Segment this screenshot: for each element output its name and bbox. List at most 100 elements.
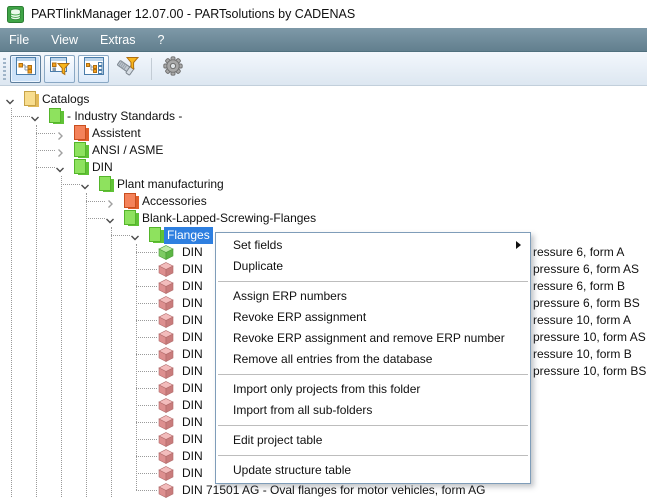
- tree-label[interactable]: DIN: [182, 466, 203, 480]
- context-menu-item-duplicate[interactable]: Duplicate: [233, 259, 284, 273]
- tree-item-din-ressure-10-form-a[interactable]: DIN ressure 10, form A: [0, 312, 647, 329]
- tree-item-flanges[interactable]: Flanges: [0, 227, 647, 244]
- tree-label[interactable]: DIN: [182, 432, 203, 446]
- tree-label-suffix[interactable]: pressure 10, form AS: [533, 330, 646, 344]
- tree-branch-stub: [136, 456, 157, 457]
- tree-item-din-pressure-10-form-as[interactable]: DIN pressure 10, form AS: [0, 329, 647, 346]
- context-menu-item-revoke-erp-assignment-and-remove-erp-number[interactable]: Revoke ERP assignment and remove ERP num…: [233, 331, 505, 345]
- tree-label[interactable]: DIN 71501 AG - Oval flanges for motor ve…: [182, 483, 486, 497]
- menubar-item-extras[interactable]: Extras: [100, 32, 136, 47]
- tree-label[interactable]: Blank-Lapped-Screwing-Flanges: [142, 211, 317, 225]
- tree-item-din-pressure-6-form-bs[interactable]: DIN pressure 6, form BS: [0, 295, 647, 312]
- tree-label[interactable]: DIN: [182, 262, 203, 276]
- chevron-collapsed-icon[interactable]: [55, 146, 65, 157]
- tree-item-ansi-asme[interactable]: ANSI / ASME: [0, 142, 647, 159]
- tree-item-din[interactable]: DIN: [0, 414, 647, 431]
- tree-item-din-ressure-6-form-a[interactable]: DIN ressure 6, form A: [0, 244, 647, 261]
- tree-item-assistent[interactable]: Assistent: [0, 125, 647, 142]
- tree-label[interactable]: DIN: [182, 364, 203, 378]
- folder-orange-icon: [74, 125, 90, 141]
- tree-branch-stub: [136, 371, 157, 372]
- tree-label[interactable]: DIN: [182, 381, 203, 395]
- tree-item-din[interactable]: DIN: [0, 465, 647, 482]
- tree-label[interactable]: DIN: [182, 398, 203, 412]
- tree-label[interactable]: DIN: [92, 160, 113, 174]
- menubar-item-file[interactable]: File: [9, 32, 30, 47]
- tree-filter-icon: [49, 56, 70, 81]
- tree-label[interactable]: Plant manufacturing: [117, 177, 224, 191]
- tree-label-selected[interactable]: Flanges: [164, 227, 213, 244]
- tree-label[interactable]: Assistent: [92, 126, 141, 140]
- tree-item-accessories[interactable]: Accessories: [0, 193, 647, 210]
- context-menu-item-import-from-all-sub-folders[interactable]: Import from all sub-folders: [233, 403, 373, 417]
- menubar-item-view[interactable]: View: [51, 32, 79, 47]
- chevron-expanded-icon[interactable]: [105, 214, 115, 224]
- tree-item-industry-standards[interactable]: - Industry Standards -: [0, 108, 647, 125]
- part-filter-button[interactable]: [112, 55, 143, 83]
- tree-label[interactable]: DIN: [182, 415, 203, 429]
- tree-label-suffix[interactable]: pressure 6, form AS: [533, 262, 640, 276]
- tree-label[interactable]: DIN: [182, 449, 203, 463]
- tree-branch-stub: [136, 303, 157, 304]
- tree-label[interactable]: DIN: [182, 279, 203, 293]
- context-menu-item-edit-project-table[interactable]: Edit project table: [233, 433, 323, 447]
- tree-label[interactable]: Catalogs: [42, 92, 90, 106]
- tree-label[interactable]: DIN: [182, 245, 203, 259]
- tree-branch-stub: [86, 201, 105, 202]
- tree-label[interactable]: - Industry Standards -: [67, 109, 183, 123]
- context-menu-item-update-structure-table[interactable]: Update structure table: [233, 463, 352, 477]
- tree-label-suffix[interactable]: ressure 6, form A: [533, 245, 625, 259]
- folder-green-icon: [74, 159, 90, 175]
- tree-item-din-pressure-10-form-bs[interactable]: DIN pressure 10, form BS: [0, 363, 647, 380]
- tree-label[interactable]: Accessories: [142, 194, 207, 208]
- chevron-expanded-icon[interactable]: [55, 163, 65, 173]
- chevron-expanded-icon[interactable]: [130, 231, 140, 241]
- chevron-expanded-icon[interactable]: [80, 180, 90, 190]
- tree-label-suffix[interactable]: pressure 10, form BS: [533, 364, 647, 378]
- tree-branch-stub: [136, 269, 157, 270]
- tree-item-din[interactable]: DIN: [0, 159, 647, 176]
- structure-view-button[interactable]: [10, 54, 41, 83]
- tree-branch-stub: [11, 116, 30, 117]
- tree-branch-line: [86, 193, 87, 497]
- tree-item-din-71501-ag-oval-flanges-for-motor-vehicles-form-ag[interactable]: DIN 71501 AG - Oval flanges for motor ve…: [0, 482, 647, 499]
- tree-item-plant-manufacturing[interactable]: Plant manufacturing: [0, 176, 647, 193]
- tree-label[interactable]: DIN: [182, 347, 203, 361]
- structure-filter-button[interactable]: [44, 54, 75, 83]
- context-menu-item-revoke-erp-assignment[interactable]: Revoke ERP assignment: [233, 310, 367, 324]
- context-menu-item-set-fields[interactable]: Set fields: [216, 235, 530, 256]
- context-menu-item-import-only-projects-from-this-folder[interactable]: Import only projects from this folder: [233, 382, 421, 396]
- tree-item-din[interactable]: DIN: [0, 431, 647, 448]
- cube-red-icon: [158, 432, 174, 452]
- chevron-expanded-icon[interactable]: [30, 112, 40, 122]
- tree-label[interactable]: DIN: [182, 313, 203, 327]
- tree-label-suffix[interactable]: ressure 10, form B: [533, 347, 632, 361]
- toolbar-grip-handle[interactable]: [3, 57, 6, 80]
- tree-label[interactable]: DIN: [182, 296, 203, 310]
- tree-label-suffix[interactable]: ressure 10, form A: [533, 313, 632, 327]
- tree-label[interactable]: ANSI / ASME: [92, 143, 164, 157]
- tree-item-din[interactable]: DIN: [0, 397, 647, 414]
- context-menu-item-remove-all-entries-from-the-database[interactable]: Remove all entries from the database: [233, 352, 433, 366]
- tree-item-din-ressure-6-form-b[interactable]: DIN ressure 6, form B: [0, 278, 647, 295]
- settings-button[interactable]: [157, 55, 188, 83]
- chevron-expanded-icon[interactable]: [5, 95, 15, 105]
- tree-item-din-ressure-10-form-b[interactable]: DIN ressure 10, form B: [0, 346, 647, 363]
- chevron-collapsed-icon[interactable]: [55, 129, 65, 140]
- tree-item-din[interactable]: DIN: [0, 380, 647, 397]
- menubar-item-help[interactable]: ?: [157, 32, 165, 47]
- tree-item-din-pressure-6-form-as[interactable]: DIN pressure 6, form AS: [0, 261, 647, 278]
- context-menu-item-assign-erp-numbers[interactable]: Assign ERP numbers: [233, 289, 347, 303]
- tree-label-suffix[interactable]: ressure 6, form B: [533, 279, 626, 293]
- tree-item-din[interactable]: DIN: [0, 448, 647, 465]
- toolbar-separator: [151, 57, 152, 80]
- folder-green-icon: [49, 108, 65, 124]
- chevron-collapsed-icon[interactable]: [105, 197, 115, 208]
- tree-label[interactable]: DIN: [182, 330, 203, 344]
- structure-list-button[interactable]: [78, 54, 109, 83]
- cube-red-icon: [158, 398, 174, 418]
- tree-item-catalogs[interactable]: Catalogs: [0, 91, 647, 108]
- tree-label-suffix[interactable]: pressure 6, form BS: [533, 296, 640, 310]
- tree-item-blank-lapped-screwing-flanges[interactable]: Blank-Lapped-Screwing-Flanges: [0, 210, 647, 227]
